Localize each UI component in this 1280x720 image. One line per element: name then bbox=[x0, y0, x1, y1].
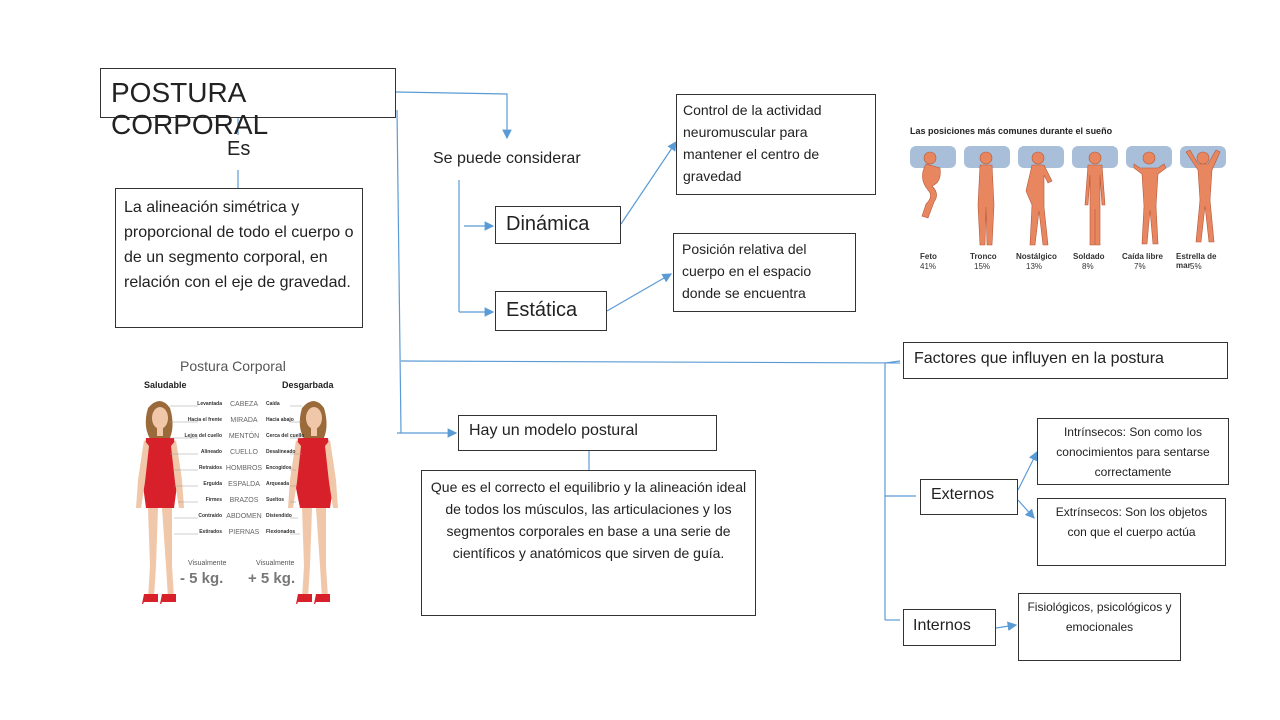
posture-row-right: Flexionados bbox=[266, 529, 296, 535]
posture-row-right: Caída bbox=[266, 401, 280, 407]
posture-row-center: ESPALDA bbox=[228, 481, 260, 488]
posture-row-left: Contraído bbox=[198, 513, 222, 519]
posture-row-right: Hacia abajo bbox=[266, 417, 294, 423]
dinamica-box: Dinámica bbox=[495, 206, 621, 244]
visual-value-left: - 5 kg. bbox=[180, 570, 224, 587]
posture-row-right: Arqueada bbox=[266, 481, 290, 487]
modelo-description-box: Que es el correcto el equilibrio y la al… bbox=[421, 470, 756, 616]
posture-row-center: MENTÓN bbox=[228, 433, 260, 440]
sleep-percent-0: 41% bbox=[920, 262, 937, 271]
externos-label: Externos bbox=[931, 486, 995, 503]
sleep-percent-1: 15% bbox=[974, 262, 991, 271]
posture-row-right: Encogidos bbox=[266, 465, 292, 471]
sleep-label-3: Soldado bbox=[1073, 252, 1105, 261]
sleep-label-4: Caída libre bbox=[1122, 252, 1163, 261]
posture-row-center: CUELLO bbox=[229, 449, 258, 456]
posture-row-center: PIERNAS bbox=[228, 529, 260, 536]
sleep-percent-4: 7% bbox=[1134, 262, 1146, 271]
dinamica-description: Control de la actividad neuromuscular pa… bbox=[683, 102, 822, 184]
estatica-description: Posición relativa del cuerpo en el espac… bbox=[682, 241, 812, 301]
internos-label: Internos bbox=[913, 617, 971, 634]
visual-label-right: Visualmente bbox=[256, 560, 295, 567]
internos-description-box: Fisiológicos, psicológicos y emocionales bbox=[1018, 593, 1181, 661]
posture-row-right: Distendido bbox=[266, 513, 292, 519]
posture-row-center: MIRADA bbox=[230, 417, 258, 424]
sleep-label-1: Tronco bbox=[970, 252, 997, 261]
posture-row-left: Erguida bbox=[203, 481, 222, 487]
modelo-box: Hay un modelo postural bbox=[458, 415, 717, 451]
extrinsecos-box: Extrínsecos: Son los objetos con que el … bbox=[1037, 498, 1226, 566]
posture-image-title: Postura Corporal bbox=[180, 358, 286, 374]
modelo-label: Hay un modelo postural bbox=[469, 422, 638, 439]
posture-row-left: Firmes bbox=[205, 497, 222, 503]
sleep-label-5: Estrella de mar bbox=[1176, 252, 1217, 270]
modelo-description: Que es el correcto el equilibrio y la al… bbox=[430, 479, 747, 561]
sleep-image-title: Las posiciones más comunes durante el su… bbox=[910, 126, 1113, 136]
posture-row-center: HOMBROS bbox=[225, 465, 263, 472]
intrinsecos-box: Intrínsecos: Son como los conocimientos … bbox=[1037, 418, 1229, 485]
consider-label: Se puede considerar bbox=[433, 150, 581, 167]
estatica-box: Estática bbox=[495, 291, 607, 331]
estatica-label: Estática bbox=[506, 299, 578, 321]
posture-row-left: Estirados bbox=[199, 529, 222, 535]
posture-figures-icon bbox=[136, 401, 338, 606]
dinamica-label: Dinámica bbox=[506, 213, 590, 235]
posture-row-left: Alineado bbox=[200, 449, 222, 455]
sleep-figures-icon bbox=[910, 146, 1226, 246]
posture-row-center: ABDOMEN bbox=[226, 513, 262, 520]
sleep-label-0: Feto bbox=[920, 252, 937, 261]
posture-row-right: Sueltos bbox=[266, 497, 285, 503]
estatica-description-box: Posición relativa del cuerpo en el espac… bbox=[673, 233, 856, 312]
posture-row-left: Retraídos bbox=[198, 465, 222, 471]
internos-description: Fisiológicos, psicológicos y emocionales bbox=[1027, 600, 1172, 634]
posture-left-heading: Saludable bbox=[144, 380, 187, 390]
posture-row-center: CABEZA bbox=[229, 401, 258, 408]
posture-row-left: Levantada bbox=[197, 401, 222, 407]
posture-row-right: Cerca del cuello bbox=[266, 433, 305, 439]
externos-box: Externos bbox=[920, 479, 1018, 515]
posture-row-left: Hacia el frente bbox=[187, 417, 222, 423]
sleep-percent-5: 5% bbox=[1190, 262, 1202, 271]
sleep-label-2: Nostálgico bbox=[1016, 252, 1057, 261]
factores-label: Factores que influyen en la postura bbox=[914, 350, 1164, 367]
main-title-box: POSTURA CORPORAL bbox=[100, 68, 396, 140]
main-title: POSTURA CORPORAL bbox=[111, 77, 269, 140]
posture-row-center: BRAZOS bbox=[229, 497, 259, 504]
sleep-positions-image: Las posiciones más comunes durante el su… bbox=[908, 122, 1228, 282]
sleep-percent-2: 13% bbox=[1026, 262, 1043, 271]
es-label: Es bbox=[227, 138, 251, 160]
visual-value-right: + 5 kg. bbox=[248, 570, 296, 587]
posture-row-right: Desalineado bbox=[266, 449, 296, 455]
dinamica-description-box: Control de la actividad neuromuscular pa… bbox=[676, 94, 876, 195]
sleep-percent-3: 8% bbox=[1082, 262, 1094, 271]
visual-label-left: Visualmente bbox=[188, 560, 227, 567]
definition-box: La alineación simétrica y proporcional d… bbox=[115, 188, 363, 328]
posture-right-heading: Desgarbada bbox=[282, 380, 334, 390]
posture-row-left: Lejos del cuello bbox=[184, 433, 222, 439]
intrinsecos-text: Intrínsecos: Son como los conocimientos … bbox=[1056, 425, 1210, 479]
extrinsecos-text: Extrínsecos: Son los objetos con que el … bbox=[1055, 505, 1208, 539]
posture-comparison-image: Postura Corporal Saludable Desgarbada bbox=[130, 356, 362, 614]
factores-box: Factores que influyen en la postura bbox=[903, 342, 1228, 379]
definition-text: La alineación simétrica y proporcional d… bbox=[124, 199, 354, 291]
internos-box: Internos bbox=[903, 609, 996, 646]
